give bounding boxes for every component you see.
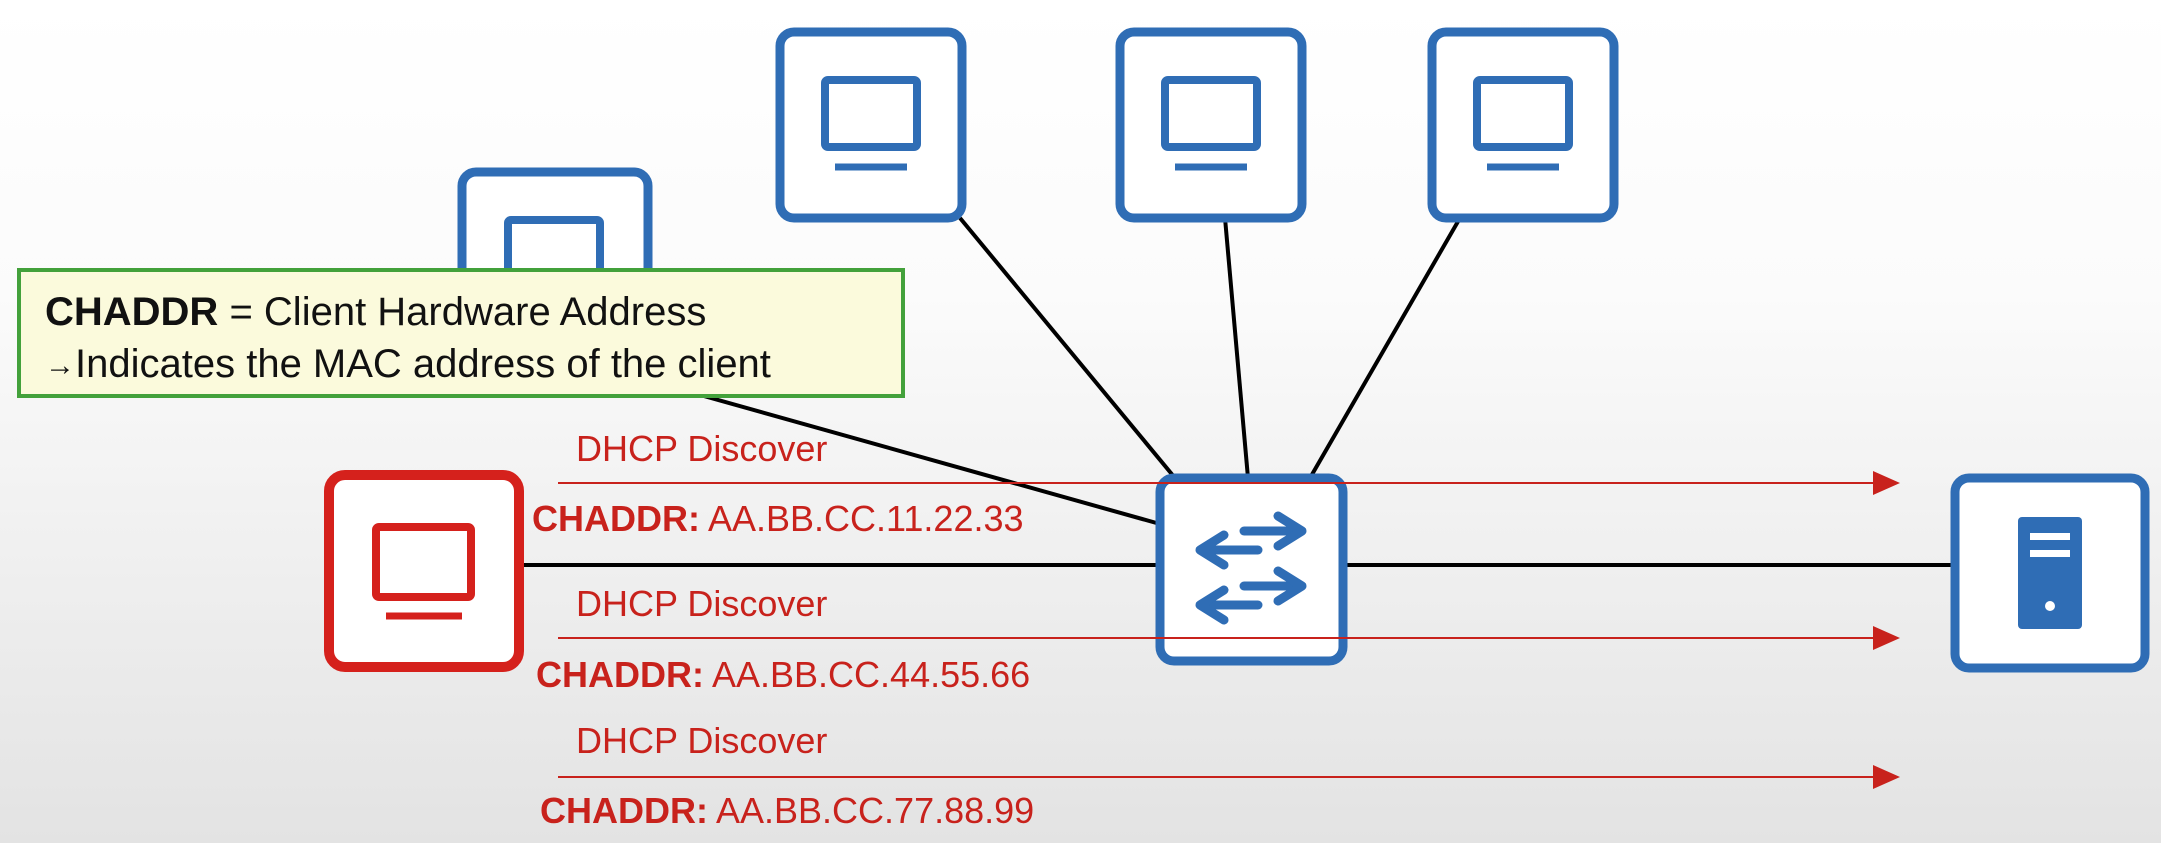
message-3-mac: AA.BB.CC.77.88.99 — [707, 790, 1035, 831]
pc-icon — [1161, 76, 1261, 171]
message-3-field: CHADDR: — [540, 790, 708, 831]
switch — [1155, 473, 1348, 666]
link-pc-b-switch — [1223, 217, 1250, 479]
link-pc-a-switch — [958, 216, 1177, 480]
switch-icon — [1195, 511, 1307, 625]
message-3-title: DHCP Discover — [576, 720, 828, 761]
message-1-chaddr: CHADDR: AA.BB.CC.11.22.33 — [532, 498, 1024, 540]
message-arrow-2 — [558, 626, 1900, 650]
message-1-title: DHCP Discover — [576, 428, 828, 469]
pc-icon — [1473, 76, 1573, 171]
message-2-chaddr: CHADDR: AA.BB.CC.44.55.66 — [536, 654, 1030, 696]
pc-icon — [372, 523, 475, 620]
pc-icon — [821, 76, 921, 171]
callout-note: Indicates the MAC address of the client — [75, 342, 771, 386]
links — [520, 216, 1955, 567]
chaddr-callout: CHADDR = Client Hardware Address →Indica… — [17, 268, 905, 398]
server-icon — [2018, 517, 2082, 629]
callout-definition: = Client Hardware Address — [218, 290, 707, 334]
pc-b — [1115, 27, 1307, 223]
link-pc-c-switch — [1308, 217, 1462, 479]
callout-line-2: →Indicates the MAC address of the client — [45, 338, 901, 394]
attacker-pc — [324, 470, 524, 672]
message-1-field: CHADDR: — [532, 498, 700, 539]
message-2-mac: AA.BB.CC.44.55.66 — [703, 654, 1031, 695]
message-2-field: CHADDR: — [536, 654, 704, 695]
callout-term: CHADDR — [45, 290, 219, 334]
pc-a — [775, 27, 967, 223]
message-1-mac: AA.BB.CC.11.22.33 — [699, 498, 1024, 539]
message-3-chaddr: CHADDR: AA.BB.CC.77.88.99 — [540, 790, 1034, 832]
message-arrows — [558, 471, 1900, 789]
message-arrow-1 — [558, 471, 1900, 495]
message-2-title: DHCP Discover — [576, 583, 828, 624]
dhcp-server — [1950, 473, 2150, 673]
message-arrow-3 — [558, 765, 1900, 789]
pc-c — [1427, 27, 1619, 223]
callout-line-1: CHADDR = Client Hardware Address — [45, 286, 901, 338]
arrow-right-icon: → — [45, 349, 75, 382]
